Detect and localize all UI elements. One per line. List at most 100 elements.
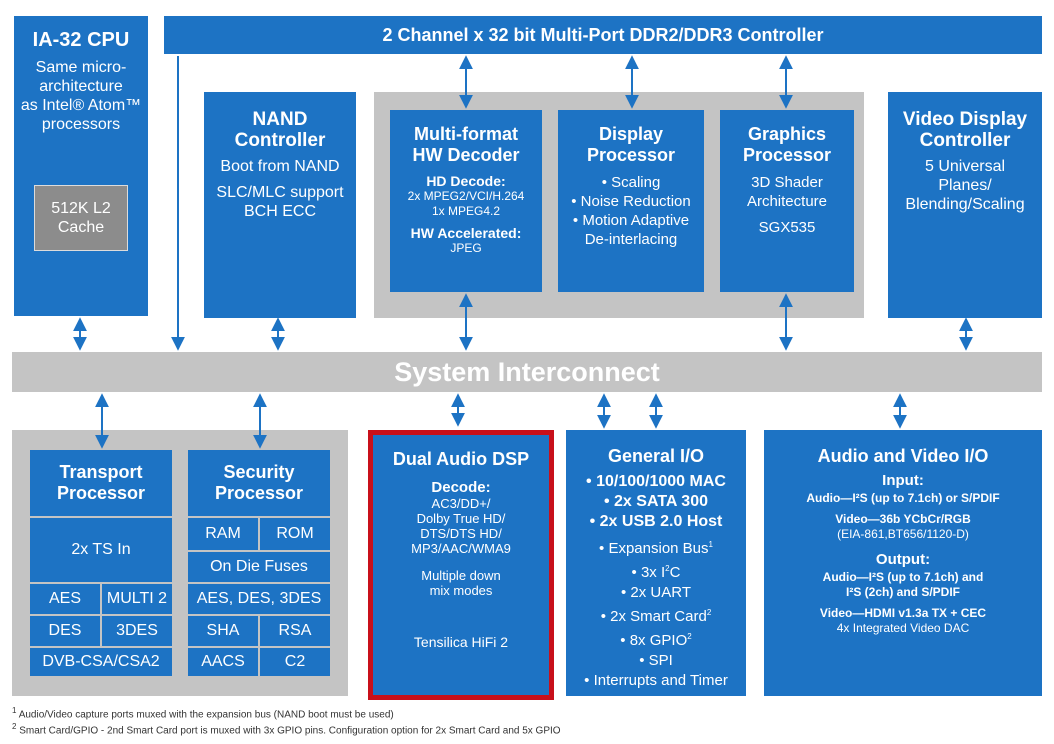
des-cell: DES: [30, 616, 100, 646]
cpu-block: IA-32 CPU Same micro- architecture as In…: [14, 16, 148, 316]
rsa-cell: RSA: [260, 616, 330, 646]
av-input-audio: Audio—I²S (up to 7.1ch) or S/PDIF: [806, 491, 1000, 505]
aes-cell: AES: [30, 584, 100, 614]
security-title-line: Processor: [214, 483, 304, 503]
des-label: DES: [48, 622, 82, 639]
av-input-video-std: (EIA-861,BT656/1120-D): [837, 527, 969, 541]
cpu-line: as Intel® Atom™: [20, 97, 142, 114]
graphics-line: Architecture: [746, 193, 828, 210]
av-input-label: Input:: [882, 472, 924, 489]
multi2-cell: MULTI 2: [102, 584, 172, 614]
nand-title-line: Controller: [234, 130, 326, 151]
security-title-line: Security: [223, 462, 295, 482]
security-processor-header: Security Processor: [188, 450, 330, 516]
general-io-bold-line: • 2x USB 2.0 Host: [589, 513, 723, 530]
video-display-line: Planes/: [938, 177, 992, 194]
transport-processor-header: Transport Processor: [30, 450, 172, 516]
display-line: • Noise Reduction: [571, 193, 691, 210]
display-title-line: Processor: [586, 145, 676, 165]
expansion-bus-label: • Expansion Bus: [599, 540, 709, 557]
av-output-label: Output:: [875, 551, 931, 568]
on-die-fuses-label: On Die Fuses: [210, 558, 308, 575]
footnote-2-mark: 2: [12, 722, 17, 731]
l2-cache-line: Cache: [57, 219, 105, 236]
aes-des-label: AES, DES, 3DES: [196, 590, 322, 607]
hd-decode-label: HD Decode:: [426, 173, 506, 189]
av-output-audio-2: I²S (2ch) and S/PDIF: [845, 585, 960, 599]
rsa-label: RSA: [278, 622, 312, 639]
rom-cell: ROM: [260, 518, 330, 550]
footnote-mark: 2: [706, 608, 712, 617]
aes-des-cell: AES, DES, 3DES: [188, 584, 330, 614]
aacs-cell: AACS: [188, 648, 258, 676]
video-display-line: 5 Universal: [924, 158, 1006, 175]
hw-accelerated-label: HW Accelerated:: [410, 225, 522, 241]
dvb-csa-cell: DVB-CSA/CSA2: [30, 648, 172, 676]
spi-label: • SPI: [639, 652, 673, 669]
av-output-audio: Audio—I²S (up to 7.1ch) and: [822, 570, 984, 584]
graphics-title-line: Graphics: [747, 124, 827, 144]
system-interconnect-label: System Interconnect: [394, 356, 660, 387]
i2c-tail: C: [669, 564, 681, 581]
sha-label: SHA: [206, 622, 240, 639]
audio-decode-line: MP3/AAC/WMA9: [411, 541, 511, 556]
display-processor: Display Processor • Scaling • Noise Redu…: [558, 110, 704, 292]
av-output-dac: 4x Integrated Video DAC: [836, 621, 970, 635]
mix-modes-line: mix modes: [429, 583, 493, 598]
nand-line: BCH ECC: [243, 203, 316, 220]
ts-in-label: 2x TS In: [71, 541, 131, 558]
hd-decode-line: 2x MPEG2/VCI/H.264: [407, 189, 525, 203]
nand-title-line: NAND: [252, 109, 308, 130]
smart-card-label: • 2x Smart Card: [600, 608, 707, 625]
interrupts-label: • Interrupts and Timer: [584, 672, 728, 689]
av-io-title: Audio and Video I/O: [817, 446, 989, 466]
footnote-2-text: Smart Card/GPIO - 2nd Smart Card port is…: [19, 725, 561, 737]
graphics-line: 3D Shader: [751, 174, 823, 191]
general-io-line: • 8x GPIO2: [566, 627, 746, 651]
rom-label: ROM: [276, 525, 314, 542]
ts-in-cell: 2x TS In: [30, 518, 172, 582]
av-output-video: Video—HDMI v1.3a TX + CEC: [819, 606, 987, 620]
graphics-line: SGX535: [758, 219, 816, 236]
decoder-title-line: Multi-format: [414, 124, 518, 144]
hw-decoder: Multi-format HW Decoder HD Decode: 2x MP…: [390, 110, 542, 292]
general-io-line: • Interrupts and Timer: [566, 671, 746, 691]
cpu-line: processors: [41, 116, 121, 133]
dvb-csa-label: DVB-CSA/CSA2: [42, 653, 160, 670]
uart-label: • 2x UART: [621, 584, 691, 601]
footnote-mark: 2: [665, 564, 670, 573]
video-display-title-line: Video Display: [902, 109, 1028, 130]
cpu-line: architecture: [39, 78, 123, 95]
l2-cache-line: 512K L2: [51, 200, 111, 217]
aes-label: AES: [48, 590, 81, 607]
3des-label: 3DES: [116, 622, 158, 639]
l2-cache: 512K L2 Cache: [34, 185, 128, 251]
tensilica-core-label: Tensilica HiFi 2: [413, 634, 509, 650]
video-display-title-line: Controller: [919, 130, 1011, 151]
display-title-line: Display: [598, 124, 664, 144]
video-display-line: Blending/Scaling: [905, 196, 1025, 213]
nand-controller: NAND Controller Boot from NAND SLC/MLC s…: [204, 92, 356, 318]
footnote-mark: 2: [687, 632, 692, 641]
ram-cell: RAM: [188, 518, 258, 550]
multi2-label: MULTI 2: [106, 590, 168, 607]
nand-line: SLC/MLC support: [216, 184, 344, 201]
general-io-line: • Expansion Bus1: [566, 535, 746, 559]
ddr-controller: 2 Channel x 32 bit Multi-Port DDR2/DDR3 …: [164, 16, 1042, 54]
3des-cell: 3DES: [102, 616, 172, 646]
general-io-line: • 2x Smart Card2: [566, 603, 746, 627]
hd-decode-line: 1x MPEG4.2: [431, 204, 501, 218]
graphics-processor: Graphics Processor 3D Shader Architectur…: [720, 110, 854, 292]
gpio-label: • 8x GPIO: [620, 632, 688, 649]
sha-cell: SHA: [188, 616, 258, 646]
audio-dsp-title: Dual Audio DSP: [392, 449, 530, 469]
audio-decode-line: DTS/DTS HD/: [420, 526, 502, 541]
cpu-title: IA-32 CPU: [32, 29, 130, 51]
c2-label: C2: [284, 653, 306, 670]
general-io: General I/O • 10/100/1000 MAC • 2x SATA …: [566, 430, 746, 696]
decoder-title-line: HW Decoder: [412, 145, 520, 165]
general-io-line: • 3x I2C: [566, 559, 746, 583]
audio-decode-line: AC3/DD+/: [431, 496, 491, 511]
footnote-2: 2 Smart Card/GPIO - 2nd Smart Card port …: [12, 722, 561, 736]
transport-title-line: Transport: [59, 462, 143, 482]
